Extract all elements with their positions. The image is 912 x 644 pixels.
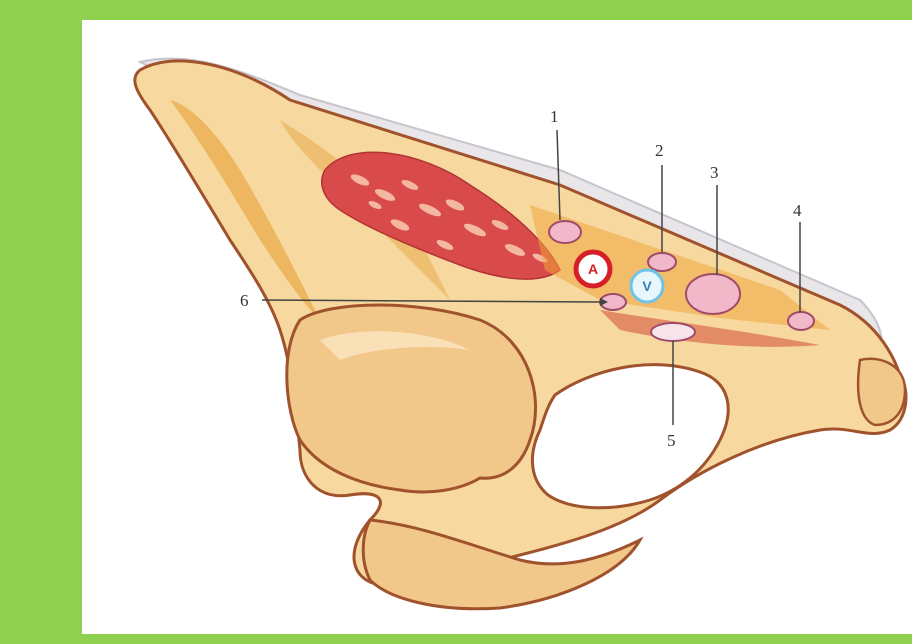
structure-1-nerve [549,221,581,243]
label-2: 2 [655,141,664,160]
label-5: 5 [667,431,676,450]
structure-5 [651,323,695,341]
structure-4 [788,312,814,330]
label-3: 3 [710,163,719,182]
artery-label: A [588,261,598,277]
label-4: 4 [793,201,802,220]
vein-label: V [642,278,652,294]
femoral-head [287,305,536,492]
label-1: 1 [550,107,559,126]
structure-2 [648,253,676,271]
structure-3-lymph-node [686,274,740,314]
pubic-tubercle [858,359,905,425]
label-6: 6 [240,291,249,310]
